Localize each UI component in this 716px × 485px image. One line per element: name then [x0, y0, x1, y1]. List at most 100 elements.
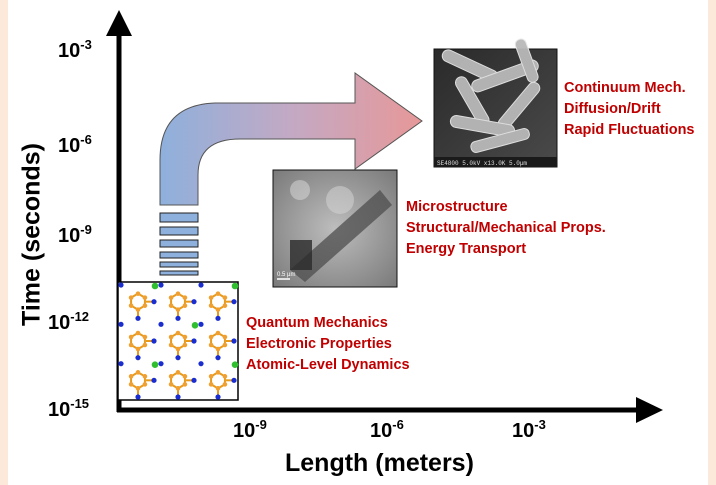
carbon-atom [208, 342, 214, 348]
carbon-atom [215, 386, 221, 391]
carbon-atom [135, 370, 141, 375]
carbon-atom [222, 382, 228, 387]
step-bar [159, 239, 199, 248]
nitrogen-atom [135, 394, 141, 400]
metal-atom [191, 322, 199, 329]
step-bar [159, 212, 199, 223]
step-bar [159, 270, 199, 276]
carbon-atom [168, 382, 174, 387]
nitrogen-atom [158, 361, 164, 367]
carbon-atom [215, 346, 221, 352]
carbon-atom [128, 295, 134, 300]
step-bar [159, 261, 199, 268]
x-tick-label: 10-9 [233, 417, 267, 442]
nitrogen-atom [191, 377, 197, 383]
carbon-atom [142, 374, 148, 379]
carbon-atom [168, 303, 174, 308]
label-line: Structural/Mechanical Props. [406, 220, 606, 236]
carbon-atom [222, 303, 228, 308]
nitrogen-atom [215, 355, 221, 361]
carbon-atom [182, 382, 188, 387]
carbon-atom [135, 386, 141, 391]
label-line: Electronic Properties [246, 336, 392, 352]
carbon-atom [128, 342, 134, 348]
y-axis-arrowhead [106, 10, 132, 36]
x-axis-title: Length (meters) [285, 449, 474, 477]
carbon-atom [135, 346, 141, 352]
carbon-atom [142, 303, 148, 308]
nitrogen-atom [175, 394, 181, 400]
carbon-atom [182, 334, 188, 340]
carbon-atom [128, 334, 134, 340]
step-bar [159, 226, 199, 236]
nitrogen-atom [198, 321, 204, 327]
nitrogen-atom [118, 321, 124, 327]
nitrogen-atom [191, 338, 197, 344]
nitrogen-atom [175, 315, 181, 321]
y-tick-label: 10-3 [58, 37, 92, 62]
carbon-atom [222, 342, 228, 348]
carbon-atom [208, 334, 214, 340]
carbon-atom [182, 342, 188, 348]
continuum-scale-label: Continuum Mech. Diffusion/Drift Rapid Fl… [564, 78, 695, 141]
carbon-atom [168, 334, 174, 340]
label-line: Continuum Mech. [564, 80, 686, 96]
y-tick-label: 10-15 [48, 396, 90, 421]
arrow-step-bars [159, 212, 199, 276]
nitrogen-atom [135, 315, 141, 321]
carbon-atom [215, 291, 221, 296]
carbon-atom [175, 346, 181, 352]
nitrogen-atom [215, 394, 221, 400]
carbon-atom [142, 334, 148, 340]
carbon-atom [142, 295, 148, 300]
carbon-atom [135, 291, 141, 296]
carbon-atom [182, 295, 188, 300]
y-tick-label: 10-9 [58, 222, 92, 247]
carbon-atom [208, 295, 214, 300]
carbon-atom [175, 307, 181, 312]
carbon-atom [135, 307, 141, 312]
carbon-atom [208, 382, 214, 387]
carbon-atom [208, 374, 214, 379]
carbon-atom [222, 334, 228, 340]
nitrogen-atom [198, 282, 204, 288]
metal-atom [151, 361, 159, 368]
carbon-atom [175, 291, 181, 296]
carbon-atom [175, 370, 181, 375]
carbon-atom [215, 330, 221, 336]
carbon-atom [128, 303, 134, 308]
label-line: Rapid Fluctuations [564, 122, 695, 138]
carbon-atom [142, 342, 148, 348]
carbon-atom [215, 370, 221, 375]
tem-micrograph: 0.5 µm [272, 169, 398, 288]
step-bar [159, 251, 199, 259]
quantum-scale-label: Quantum Mechanics Electronic Properties … [246, 313, 410, 376]
y-axis-title: Time (seconds) [17, 143, 46, 326]
carbon-atom [142, 382, 148, 387]
y-tick-label: 10-12 [48, 309, 90, 334]
nitrogen-atom [135, 355, 141, 361]
x-tick-label: 10-6 [370, 417, 404, 442]
nitrogen-atom [191, 299, 197, 305]
molecular-structure [117, 281, 239, 401]
microstructure-scale-label: Microstructure Structural/Mechanical Pro… [406, 197, 606, 260]
carbon-atom [222, 374, 228, 379]
carbon-atom [168, 295, 174, 300]
nitrogen-atom [158, 282, 164, 288]
nitrogen-atom [118, 282, 124, 288]
sem-micrograph: SE4800 5.0kV x13.0K 5.0µm [433, 38, 558, 168]
x-tick-label: 10-3 [512, 417, 546, 442]
carbon-atom [135, 330, 141, 336]
nitrogen-atom [198, 361, 204, 367]
metal-atom [231, 282, 239, 290]
nitrogen-atom [231, 338, 237, 344]
carbon-atom [168, 342, 174, 348]
label-line: Diffusion/Drift [564, 101, 661, 117]
carbon-atom [182, 303, 188, 308]
carbon-atom [128, 374, 134, 379]
label-line: Energy Transport [406, 241, 527, 257]
nitrogen-atom [151, 338, 157, 344]
metal-atom [151, 282, 159, 290]
nitrogen-atom [231, 377, 237, 383]
carbon-atom [222, 295, 228, 300]
